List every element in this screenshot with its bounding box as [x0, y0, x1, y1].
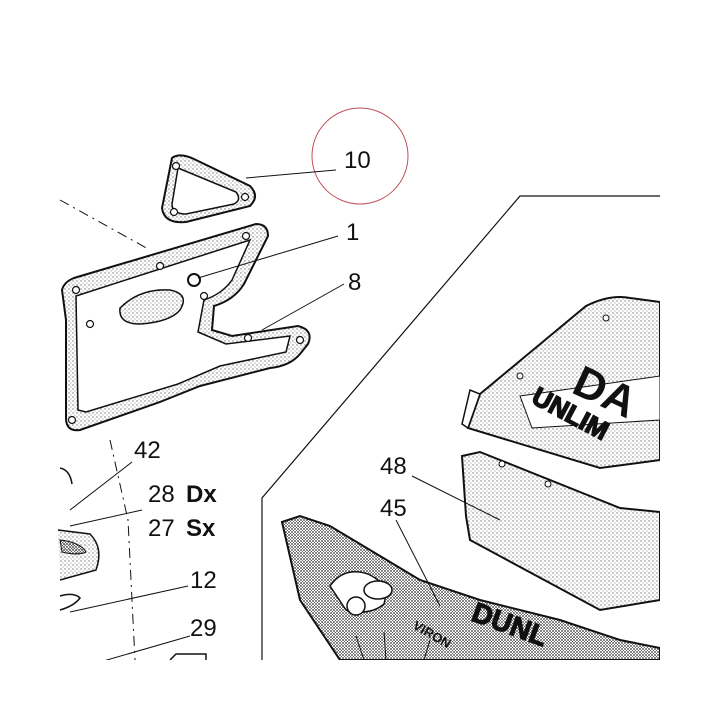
callout-29: 29	[190, 615, 217, 642]
callout-27-side: Sx	[186, 515, 216, 542]
lower-fairing-panel	[460, 450, 660, 612]
callout-12: 12	[190, 567, 217, 594]
upper-fairing: DA UNLIM	[461, 296, 660, 470]
centerline-dashed	[59, 199, 151, 660]
detail-inset-border	[261, 195, 660, 660]
callout-27: 27	[148, 515, 175, 542]
part-10-triangular-cover	[160, 154, 256, 224]
callout-28-side: Dx	[186, 481, 217, 508]
left-partial-parts	[57, 467, 207, 660]
callout-8: 8	[348, 269, 361, 296]
side-fairing: DUNL VIRON	[280, 514, 660, 660]
callout-42: 42	[134, 437, 161, 464]
leader-lines-left	[69, 169, 345, 660]
leader-lines-inset	[355, 475, 501, 660]
callout-28: 28	[148, 481, 175, 508]
callout-10: 10	[344, 147, 371, 174]
part-1-gasket-plate	[60, 222, 311, 432]
callout-45: 45	[380, 495, 407, 522]
callout-1: 1	[346, 219, 359, 246]
callout-48: 48	[380, 453, 407, 480]
highlight-circle	[311, 107, 409, 205]
